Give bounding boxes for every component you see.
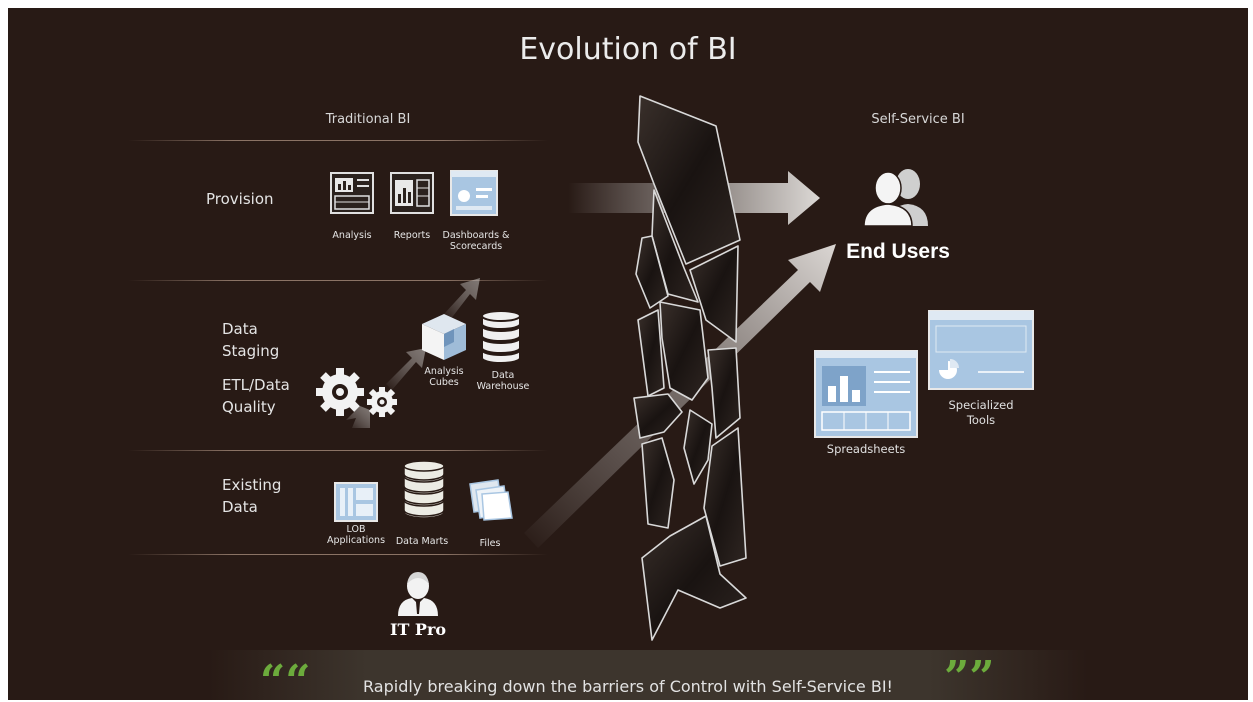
- arrow-gears-to-cubes: [386, 348, 426, 390]
- divider: [128, 280, 548, 281]
- spreadsheets-caption: Spreadsheets: [826, 442, 906, 456]
- arrow-cubes-to-provision: [444, 278, 480, 320]
- provision-label: Provision: [206, 190, 274, 208]
- specialized-tools-caption: Specialized Tools: [948, 398, 1014, 427]
- page-title: Evolution of BI: [519, 32, 737, 67]
- files-caption: Files: [479, 538, 501, 549]
- open-quote-mark: ““: [260, 656, 311, 701]
- reports-icon: [390, 172, 434, 214]
- divider: [128, 140, 548, 141]
- dashboards-caption: Dashboards & Scorecards: [442, 230, 510, 252]
- spreadsheet-icon: [814, 350, 918, 438]
- quote-text: Rapidly breaking down the barriers of Co…: [363, 677, 893, 696]
- shattered-glass-barrier: [633, 95, 747, 641]
- analysis-icon: [330, 172, 374, 214]
- arrow-etl-to-staging: [346, 406, 370, 428]
- files-icon: [469, 479, 513, 521]
- end-users-label: End Users: [846, 240, 950, 263]
- lob-icon: [334, 482, 378, 522]
- slide: Evolution of BI Traditional BI Self-Serv…: [8, 8, 1248, 700]
- lob-applications-caption: LOB Applications: [326, 524, 386, 546]
- divider: [128, 554, 548, 555]
- end-users-icon: [863, 169, 928, 226]
- quote-bar: [208, 650, 1088, 700]
- specialized-tools-icon: [928, 310, 1034, 390]
- reports-caption: Reports: [393, 230, 431, 241]
- data-warehouse-caption: Data Warehouse: [476, 370, 530, 392]
- self-service-bi-heading: Self-Service BI: [871, 112, 965, 127]
- data-marts-icon: [403, 460, 445, 519]
- divider: [128, 450, 548, 451]
- analysis-caption: Analysis: [332, 230, 372, 241]
- data-staging-label: Data Staging: [222, 320, 280, 360]
- it-pro-icon: [398, 572, 438, 616]
- it-pro-label: IT Pro: [389, 620, 447, 639]
- data-marts-caption: Data Marts: [395, 536, 449, 547]
- traditional-bi-heading: Traditional BI: [325, 112, 411, 127]
- close-quote-mark: ””: [944, 652, 995, 700]
- existing-data-label: Existing Data: [222, 476, 282, 516]
- etl-label: ETL/Data Quality: [222, 376, 290, 416]
- arrow-from-existing-data: [524, 244, 836, 548]
- dashboard-icon: [450, 170, 498, 216]
- cube-icon: [422, 314, 466, 360]
- analysis-cubes-caption: Analysis Cubes: [424, 366, 464, 388]
- database-icon: [481, 310, 521, 364]
- gears-icon: [316, 368, 397, 417]
